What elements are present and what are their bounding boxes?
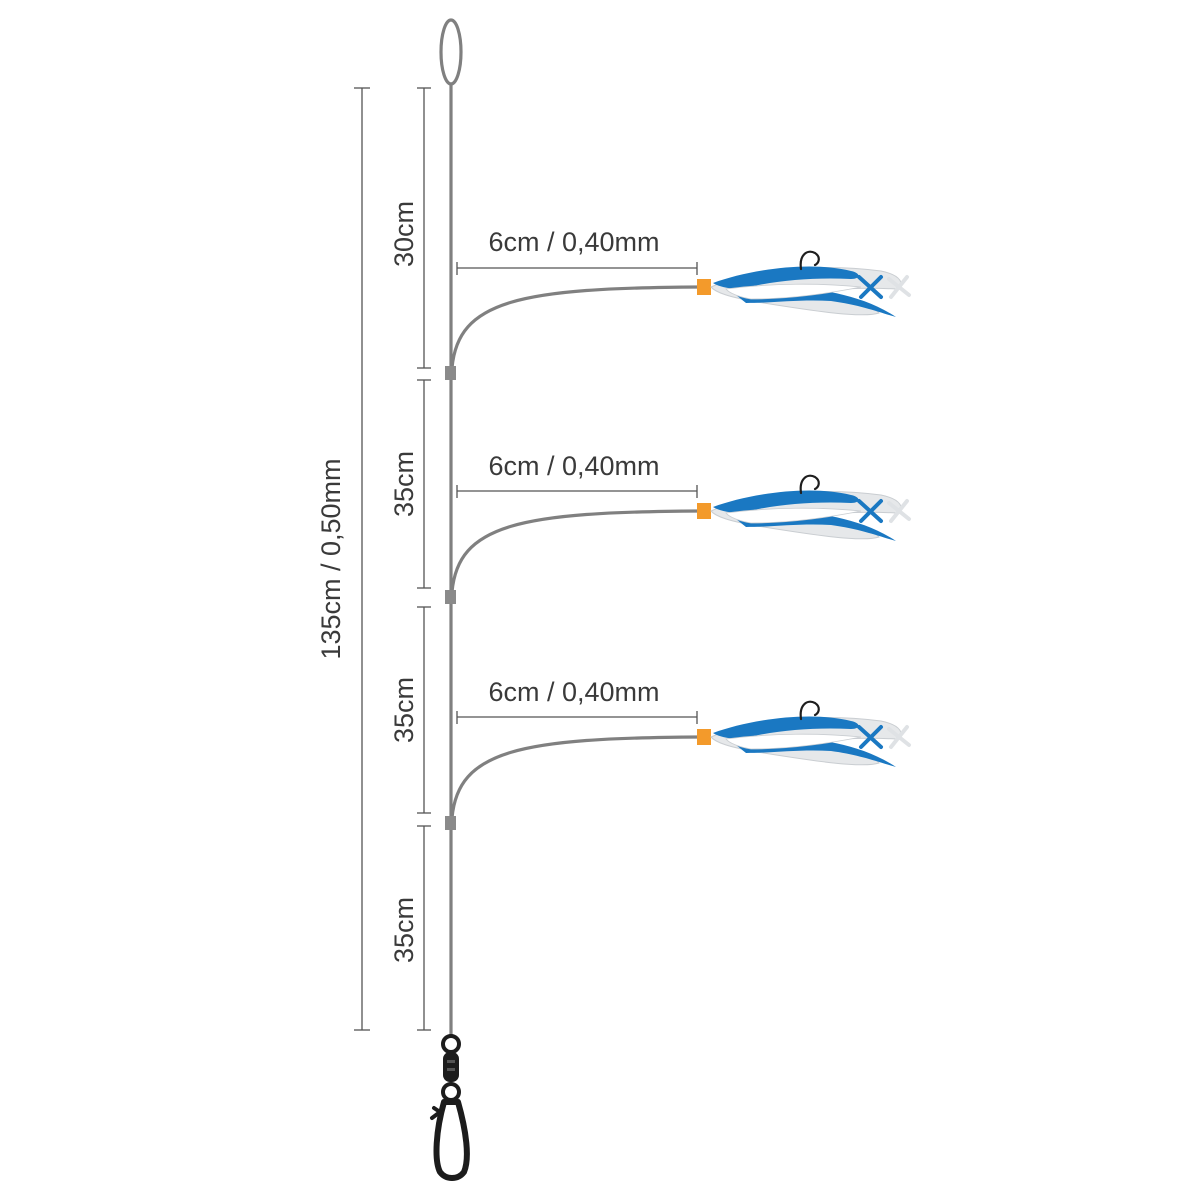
dropper-label: 6cm / 0,40mm bbox=[488, 677, 659, 707]
total-dimension: 135cm / 0,50mm bbox=[316, 87, 370, 1031]
dropper-label: 6cm / 0,40mm bbox=[488, 227, 659, 257]
orange-bead bbox=[697, 729, 711, 745]
segment-dim-2: 35cm bbox=[389, 379, 431, 589]
segment-dimensions: 30cm 35cm 35cm 35cm bbox=[389, 87, 431, 1031]
segment-label: 35cm bbox=[389, 451, 419, 517]
dropper-label: 6cm / 0,40mm bbox=[488, 451, 659, 481]
segment-label: 35cm bbox=[389, 677, 419, 743]
top-loop bbox=[439, 18, 463, 86]
orange-bead bbox=[697, 279, 711, 295]
segment-dim-4: 35cm bbox=[389, 825, 431, 1031]
segment-label: 35cm bbox=[389, 897, 419, 963]
lure bbox=[709, 473, 911, 543]
dropper-2: 6cm / 0,40mm bbox=[445, 451, 911, 604]
orange-bead bbox=[697, 503, 711, 519]
main-line bbox=[439, 18, 463, 1036]
swivel-bead bbox=[445, 590, 456, 604]
total-label: 135cm / 0,50mm bbox=[316, 458, 346, 659]
dropper-1: 6cm / 0,40mm bbox=[445, 227, 911, 380]
segment-dim-1: 30cm bbox=[389, 87, 431, 369]
segment-label: 30cm bbox=[389, 201, 419, 267]
swivel-bead bbox=[445, 816, 456, 830]
dropper-3: 6cm / 0,40mm bbox=[445, 677, 911, 830]
snap-swivel bbox=[430, 1034, 470, 1181]
segment-dim-3: 35cm bbox=[389, 606, 431, 814]
swivel-bead bbox=[445, 366, 456, 380]
lure bbox=[709, 249, 911, 319]
lure bbox=[709, 699, 911, 769]
